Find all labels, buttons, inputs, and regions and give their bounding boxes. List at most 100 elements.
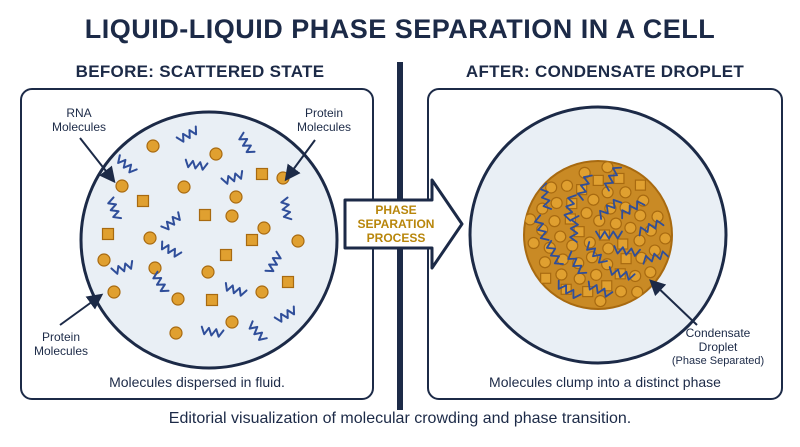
rna-strand — [587, 280, 614, 298]
rna-strand — [638, 219, 665, 237]
droplet-pointer-arrow — [649, 279, 698, 326]
rna-strand — [586, 241, 608, 264]
protein-molecule — [255, 285, 269, 299]
protein-molecule — [594, 294, 607, 308]
protein-complex — [198, 208, 212, 222]
before-cell — [79, 110, 339, 370]
protein-molecule — [560, 179, 574, 192]
droplet-label: Condensate Droplet (Phase Separated) — [668, 326, 768, 368]
process-label-line-3: PROCESS — [366, 231, 426, 245]
protein-molecule — [624, 221, 637, 234]
rna-label-line-2: Molecules — [52, 120, 107, 134]
rna-strand — [613, 245, 641, 257]
protein-molecule — [291, 234, 305, 248]
protein-complex — [101, 227, 115, 241]
protein-molecule — [614, 285, 628, 298]
protein-bottom-pointer-arrow — [59, 293, 104, 326]
protein-molecule — [527, 236, 540, 250]
page-title: LIQUID-LIQUID PHASE SEPARATION IN A CELL — [84, 14, 716, 44]
protein-complex — [136, 194, 150, 208]
protein-bottom-label-line-1: Protein — [42, 330, 81, 344]
protein-top-label-line-2: Molecules — [297, 120, 352, 134]
protein-complex — [564, 213, 576, 225]
protein-molecule — [115, 179, 129, 193]
protein-molecule — [609, 217, 622, 230]
before-heading: BEFORE: SCATTERED STATE — [75, 62, 325, 81]
protein-molecule — [601, 161, 614, 174]
rna-strand — [175, 125, 198, 143]
footer-caption: Editorial visualization of molecular cro… — [168, 410, 632, 427]
rna-strand — [160, 240, 183, 258]
protein-molecule — [143, 231, 157, 245]
rna-strand — [220, 169, 244, 185]
protein-complex — [219, 248, 233, 262]
protein-molecule — [590, 268, 603, 281]
droplet-label-note: (Phase Separated) — [671, 355, 765, 367]
rna-strand — [534, 214, 550, 241]
rna-strand — [563, 194, 577, 222]
protein-molecule — [555, 268, 568, 281]
protein-molecule — [201, 265, 215, 279]
protein-molecule — [648, 244, 661, 257]
protein-complex — [281, 275, 295, 289]
rna-strand — [608, 266, 636, 281]
rna-strand — [248, 320, 268, 341]
protein-complex — [245, 233, 259, 247]
rna-strand — [160, 211, 181, 231]
protein-molecule — [602, 242, 615, 255]
protein-top-label: Protein Molecules — [297, 106, 351, 134]
rna-strand — [238, 131, 256, 154]
protein-molecule — [659, 232, 672, 245]
process-label-line-1: PHASE — [375, 203, 417, 217]
protein-molecule — [585, 251, 599, 264]
protein-molecule — [629, 269, 642, 283]
rna-strand — [599, 198, 623, 220]
protein-complex — [592, 174, 604, 187]
protein-molecule — [548, 215, 561, 228]
protein-complex — [601, 280, 613, 292]
protein-molecule — [97, 253, 111, 267]
rna-strand — [603, 166, 623, 192]
rna-strand — [107, 196, 123, 220]
protein-molecule — [209, 147, 223, 161]
rna-strand — [110, 259, 134, 275]
protein-molecule — [587, 193, 600, 206]
rna-strand — [569, 215, 580, 243]
protein-bottom-label-line-2: Molecules — [34, 344, 89, 358]
rna-strand — [567, 250, 588, 275]
protein-molecule — [573, 272, 586, 285]
protein-molecule — [171, 292, 185, 306]
droplet-label-line-1: Condensate — [685, 326, 751, 340]
rna-strand — [264, 250, 282, 273]
protein-molecule — [619, 186, 632, 199]
rna-label: RNA Molecules — [52, 106, 106, 134]
protein-molecule — [177, 180, 191, 194]
process-label-line-2: SEPARATION — [357, 217, 435, 231]
rna-strand — [200, 325, 225, 338]
protein-top-label-line-1: Protein — [305, 106, 344, 120]
rna-pointer-arrow — [79, 137, 116, 184]
after-heading: AFTER: CONDENSATE DROPLET — [465, 62, 745, 81]
rna-strand — [621, 200, 646, 220]
protein-molecule — [631, 285, 644, 299]
protein-complex — [566, 197, 578, 210]
rna-strand — [539, 182, 553, 210]
protein-bottom-label: Protein Molecules — [34, 330, 88, 358]
protein-molecule — [545, 181, 558, 194]
protein-complex — [582, 285, 594, 298]
protein-molecule — [580, 206, 593, 220]
protein-molecule — [550, 196, 563, 210]
protein-molecule — [538, 256, 552, 269]
protein-complex — [205, 293, 219, 307]
protein-complex — [540, 272, 552, 284]
protein-molecule — [229, 190, 243, 204]
process-label: PHASE SEPARATION PROCESS — [352, 203, 440, 245]
protein-complex — [634, 179, 647, 191]
after-caption: Molecules clump into a distinct phase — [489, 374, 721, 390]
rna-strand — [184, 158, 209, 171]
protein-top-pointer-arrow — [284, 139, 316, 182]
protein-molecule — [554, 230, 567, 243]
rna-strand — [595, 230, 623, 240]
protein-molecule — [593, 214, 606, 227]
